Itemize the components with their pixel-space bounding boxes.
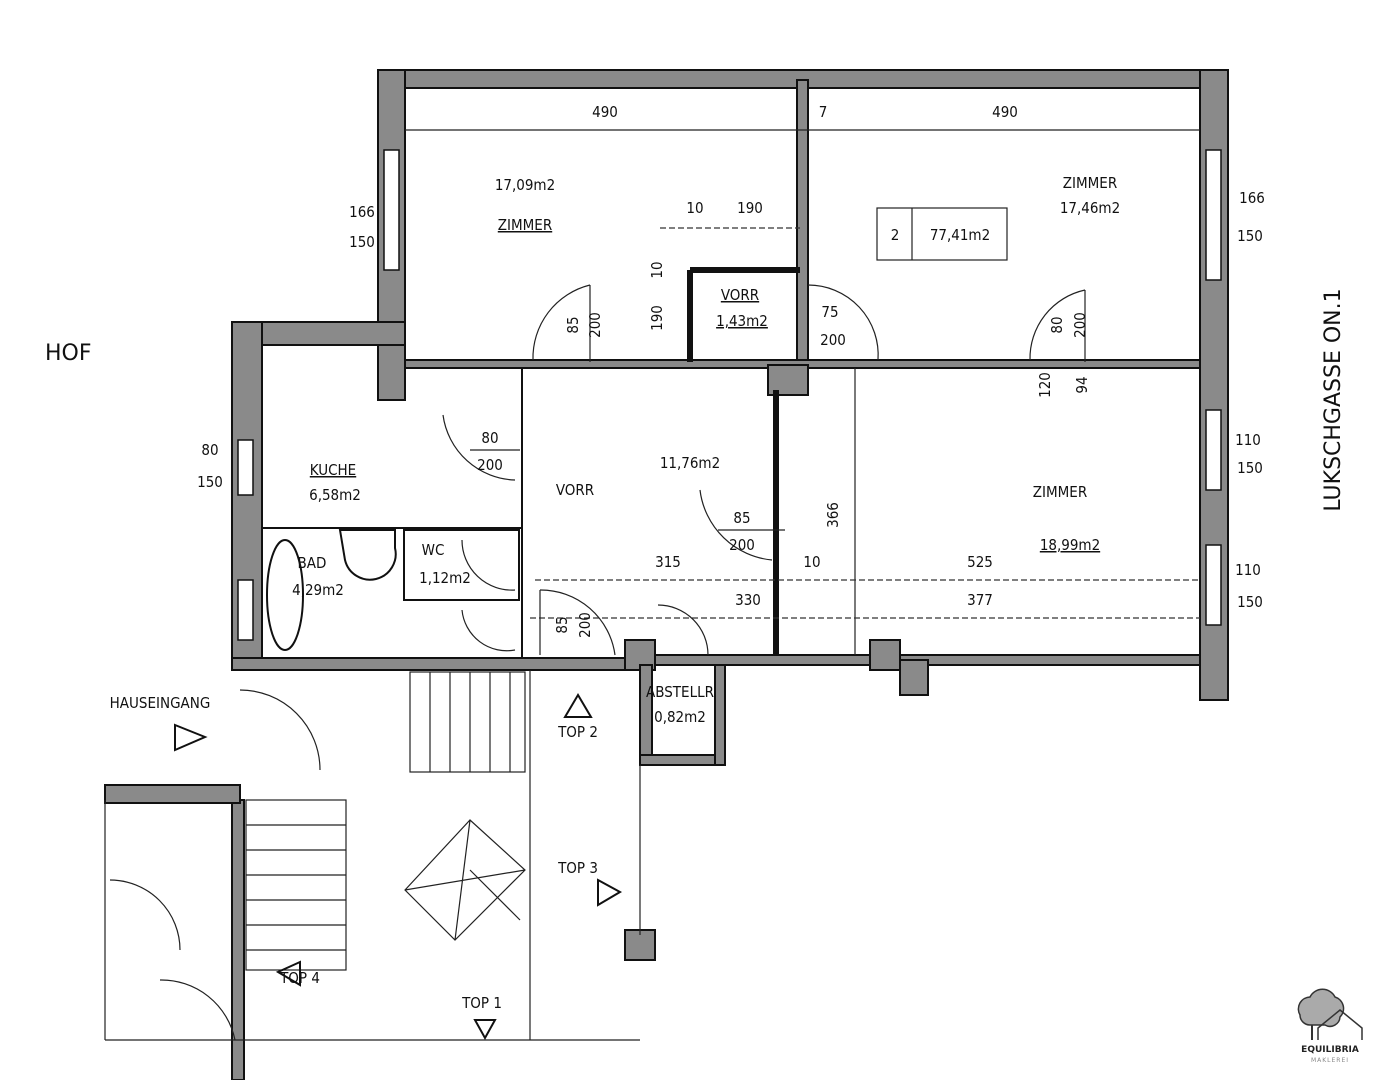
room-area: 1,43m2 bbox=[716, 312, 768, 330]
unit-number: 2 bbox=[891, 226, 900, 244]
dim: 150 bbox=[1237, 459, 1263, 477]
room-area: 18,99m2 bbox=[1040, 536, 1100, 554]
dim: 190 bbox=[737, 199, 763, 217]
room-area: 4,29m2 bbox=[292, 581, 344, 599]
street-label: LUKSCHGASSE ON.1 bbox=[1321, 288, 1346, 511]
dim: 150 bbox=[197, 473, 223, 491]
top-label: TOP 3 bbox=[557, 859, 598, 877]
dim: 75 bbox=[821, 303, 838, 321]
walls bbox=[104, 69, 1229, 1080]
dim: 10 bbox=[648, 261, 666, 278]
dim: 80 bbox=[1048, 316, 1066, 333]
room-name: ZIMMER bbox=[1063, 174, 1117, 192]
dim: 85 bbox=[553, 616, 571, 633]
room-area: 11,76m2 bbox=[660, 454, 720, 472]
logo-name: EQUILIBRIA bbox=[1301, 1045, 1359, 1055]
dim: 120 bbox=[1036, 372, 1054, 398]
dim: 200 bbox=[1071, 312, 1089, 338]
windows bbox=[237, 149, 1222, 641]
dim: 150 bbox=[349, 233, 375, 251]
room-name: WC bbox=[422, 541, 445, 559]
dim: 10 bbox=[803, 553, 820, 571]
room-name: BAD bbox=[298, 554, 327, 572]
dim: 150 bbox=[1237, 227, 1263, 245]
dim: 490 bbox=[992, 103, 1018, 121]
room-name: VORR bbox=[556, 481, 594, 499]
dim: 110 bbox=[1235, 431, 1261, 449]
dim: 10 bbox=[686, 199, 703, 217]
dim: 200 bbox=[576, 612, 594, 638]
dim: 80 bbox=[201, 441, 218, 459]
dim: 366 bbox=[824, 502, 842, 528]
dim: 330 bbox=[735, 591, 761, 609]
dim: 200 bbox=[729, 536, 755, 554]
entrance-label: HAUSEINGANG bbox=[110, 694, 211, 712]
room-name: ABSTELLR bbox=[646, 683, 714, 701]
room-area: 17,09m2 bbox=[495, 176, 555, 194]
room-name: ZIMMER bbox=[498, 216, 552, 234]
dim: 110 bbox=[1235, 561, 1261, 579]
dim: 200 bbox=[477, 456, 503, 474]
stairs bbox=[245, 671, 526, 971]
dim: 490 bbox=[592, 103, 618, 121]
room-area: 0,82m2 bbox=[654, 708, 706, 726]
room-name: VORR bbox=[721, 286, 759, 304]
dim: 94 bbox=[1073, 376, 1091, 393]
dim: 85 bbox=[564, 316, 582, 333]
hof-label: HOF bbox=[45, 341, 92, 366]
equilibria-logo: EQUILIBRIA MAKLEREI bbox=[1297, 988, 1363, 1064]
dim: 525 bbox=[967, 553, 993, 571]
top-label: TOP 1 bbox=[461, 994, 502, 1012]
room-name: ZIMMER bbox=[1033, 483, 1087, 501]
dim: 190 bbox=[648, 305, 666, 331]
dim: 150 bbox=[1237, 593, 1263, 611]
dim: 315 bbox=[655, 553, 681, 571]
dim: 7 bbox=[819, 103, 828, 121]
dim: 200 bbox=[586, 312, 604, 338]
room-area: 1,12m2 bbox=[419, 569, 471, 587]
room-area: 17,46m2 bbox=[1060, 199, 1120, 217]
top-label: TOP 4 bbox=[279, 969, 320, 987]
partitions bbox=[104, 129, 1200, 1041]
dim: 166 bbox=[349, 203, 375, 221]
dim: 80 bbox=[481, 429, 498, 447]
logo-sub: MAKLEREI bbox=[1311, 1057, 1349, 1064]
room-name: KUCHE bbox=[310, 461, 356, 479]
dim: 166 bbox=[1239, 189, 1265, 207]
dim: 377 bbox=[967, 591, 993, 609]
unit-area: 77,41m2 bbox=[930, 226, 990, 244]
top-label: TOP 2 bbox=[557, 723, 598, 741]
room-area: 6,58m2 bbox=[309, 486, 361, 504]
dim: 200 bbox=[820, 331, 846, 349]
dim: 85 bbox=[733, 509, 750, 527]
